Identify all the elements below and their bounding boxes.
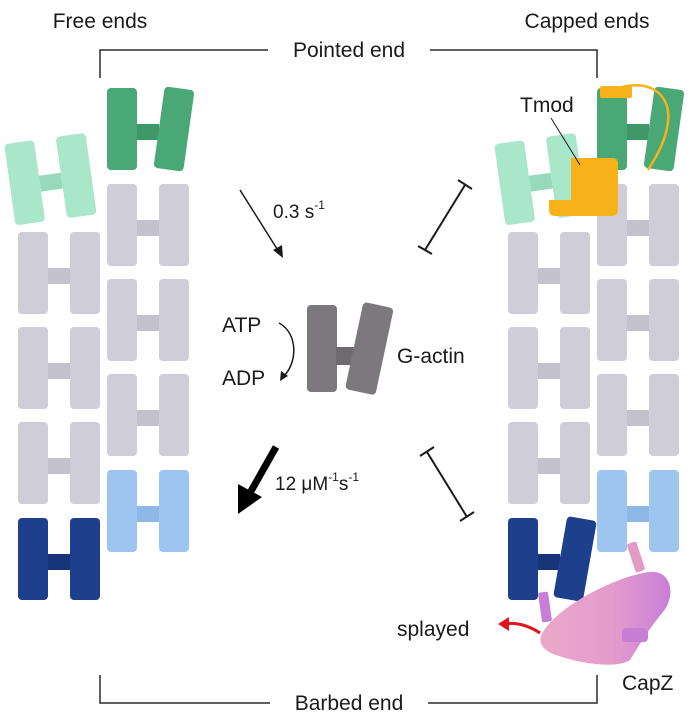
- actin-subunit-dark-green: [107, 86, 195, 172]
- capped-ends-label: Capped ends: [525, 10, 650, 33]
- adp-label: ADP: [222, 367, 265, 390]
- tmod-protein: [549, 84, 670, 216]
- actin-subunit-grey: [107, 279, 189, 361]
- g-actin-monomer: [307, 302, 394, 395]
- actin-subunit-grey: [18, 422, 100, 504]
- t-bar-blocked-pointed-icon: [417, 179, 473, 255]
- off-rate-label: 0.3 s-1: [273, 198, 325, 223]
- capz-label: CapZ: [622, 672, 674, 695]
- capped-ends-filament: [494, 86, 685, 602]
- atp-label: ATP: [222, 314, 261, 337]
- actin-subunit-grey: [508, 422, 590, 504]
- capz-protein: [538, 541, 671, 665]
- free-ends-label: Free ends: [53, 10, 148, 33]
- g-actin-label: G-actin: [397, 345, 465, 368]
- pointed-end-label: Pointed end: [293, 39, 405, 62]
- free-ends-filament: [4, 86, 195, 600]
- splayed-label: splayed: [397, 618, 469, 641]
- tmod-pointer: [550, 117, 581, 166]
- actin-subunit-grey: [508, 327, 590, 409]
- actin-subunit-grey: [597, 279, 679, 361]
- actin-subunit-light-blue: [597, 470, 679, 552]
- t-bar-blocked-barbed-icon: [419, 446, 475, 522]
- actin-subunit-dark-blue: [18, 518, 100, 600]
- pointed-end-bracket: [99, 49, 598, 78]
- actin-subunit-grey: [508, 232, 590, 314]
- actin-subunit-light-green: [4, 133, 97, 225]
- thin-arrow-down-right-icon: [239, 189, 283, 258]
- barbed-end-bracket: [99, 675, 598, 704]
- actin-subunit-grey: [597, 374, 679, 456]
- barbed-end-label: Barbed end: [295, 692, 404, 715]
- tmod-label: Tmod: [520, 94, 574, 117]
- thick-arrow-down-left-icon: [238, 445, 280, 514]
- actin-subunit-light-blue: [107, 470, 189, 552]
- actin-subunit-dark-blue: [508, 516, 597, 602]
- red-curved-arrow-left-icon: [498, 617, 541, 635]
- actin-subunit-dark-green: [597, 86, 685, 172]
- actin-subunit-grey: [107, 374, 189, 456]
- actin-subunit-grey: [107, 184, 189, 266]
- actin-subunit-grey: [18, 232, 100, 314]
- curved-arrow-down-icon: [278, 322, 295, 381]
- actin-subunit-grey: [18, 327, 100, 409]
- on-rate-label: 12 μM-1s-1: [275, 470, 359, 495]
